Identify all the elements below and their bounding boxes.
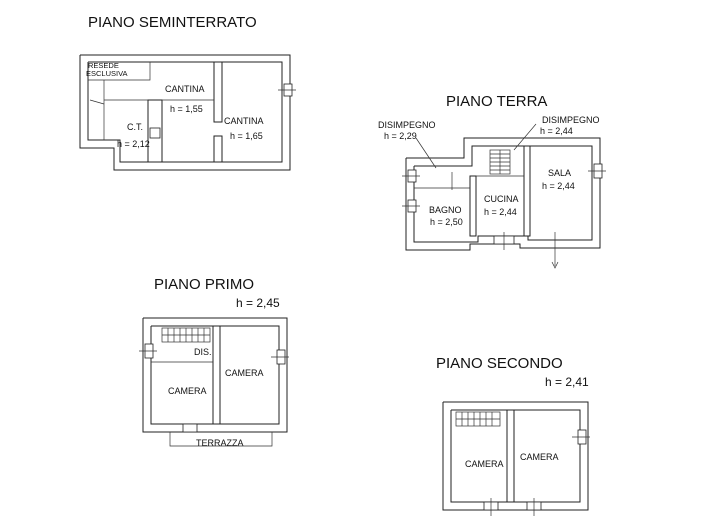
label-disimpegno-2-h: h = 2,44 xyxy=(540,126,573,136)
primo-wall-center xyxy=(212,325,221,425)
label-sala-h: h = 2,44 xyxy=(542,181,575,191)
seminterrato-outer-wall xyxy=(79,54,291,171)
label-disimpegno-2: DISIMPEGNO xyxy=(542,115,600,125)
label-sala: SALA xyxy=(548,168,571,178)
label-cantina-2: CANTINA xyxy=(224,116,264,126)
terra-wall-sala xyxy=(523,145,531,237)
label-bagno-h: h = 2,50 xyxy=(430,217,463,227)
height-secondo: h = 2,41 xyxy=(545,375,589,389)
label-terrazza: TERRAZZA xyxy=(196,438,244,448)
label-camera-secondo-1: CAMERA xyxy=(465,459,504,469)
label-dis: DIS. xyxy=(194,347,212,357)
title-terra: PIANO TERRA xyxy=(446,93,547,110)
secondo-stairs xyxy=(455,411,501,427)
label-cantina-2-h: h = 1,65 xyxy=(230,131,263,141)
resede-boundary xyxy=(88,62,151,81)
terra-inner-wall xyxy=(413,145,593,243)
primo-terrazza-outline xyxy=(169,432,273,447)
leader-disimpegno-2 xyxy=(513,123,537,151)
title-primo: PIANO PRIMO xyxy=(154,276,254,293)
height-primo: h = 2,45 xyxy=(236,296,280,310)
primo-stairs xyxy=(161,327,211,343)
plan-secondo: PIANO SECONDO h = 2,41 CAMERA CAMERA xyxy=(436,355,590,516)
label-cucina-h: h = 2,44 xyxy=(484,207,517,217)
seminterrato-wall-b xyxy=(213,61,223,123)
primo-inner-wall xyxy=(150,325,280,425)
terra-wall-cucina xyxy=(469,175,477,237)
seminterrato-door-left xyxy=(89,99,105,105)
label-camera-primo-1: CAMERA xyxy=(168,386,207,396)
terra-outer-wall xyxy=(405,137,601,251)
label-cucina: CUCINA xyxy=(484,194,519,204)
plan-primo: PIANO PRIMO h = 2,45 DIS. CAMERA CAMERA xyxy=(139,276,289,448)
seminterrato-wall-a xyxy=(147,99,163,163)
terra-entrance-arrowhead xyxy=(551,261,559,269)
secondo-outer-wall xyxy=(442,401,589,511)
leader-disimpegno-1 xyxy=(415,137,437,169)
seminterrato-door-ct xyxy=(149,127,161,139)
seminterrato-wall-c xyxy=(213,135,223,163)
title-seminterrato: PIANO SEMINTERRATO xyxy=(88,14,257,31)
label-bagno: BAGNO xyxy=(429,205,462,215)
secondo-inner-wall xyxy=(450,409,581,503)
secondo-wall-center xyxy=(506,409,515,503)
primo-door-terrazza xyxy=(182,423,198,433)
label-ct-h: h = 2,12 xyxy=(117,139,150,149)
label-esclusiva: ESCLUSIVA xyxy=(86,69,128,78)
plan-terra: PIANO TERRA DIS xyxy=(378,93,606,269)
seminterrato-inner-wall xyxy=(87,61,283,163)
title-secondo: PIANO SECONDO xyxy=(436,355,563,372)
plan-seminterrato: PIANO SEMINTERRATO RESEDE ESCLUSIVA CANT… xyxy=(79,14,296,171)
label-cantina-1: CANTINA xyxy=(165,84,205,94)
label-disimpegno-1-h: h = 2,29 xyxy=(384,131,417,141)
label-ct: C.T. xyxy=(127,122,143,132)
primo-outer-wall xyxy=(142,317,288,433)
terra-stairs xyxy=(489,149,511,175)
label-camera-primo-2: CAMERA xyxy=(225,368,264,378)
label-camera-secondo-2: CAMERA xyxy=(520,452,559,462)
label-disimpegno-1: DISIMPEGNO xyxy=(378,120,436,130)
label-resede: RESEDE xyxy=(88,61,119,70)
label-cantina-1-h: h = 1,55 xyxy=(170,104,203,114)
